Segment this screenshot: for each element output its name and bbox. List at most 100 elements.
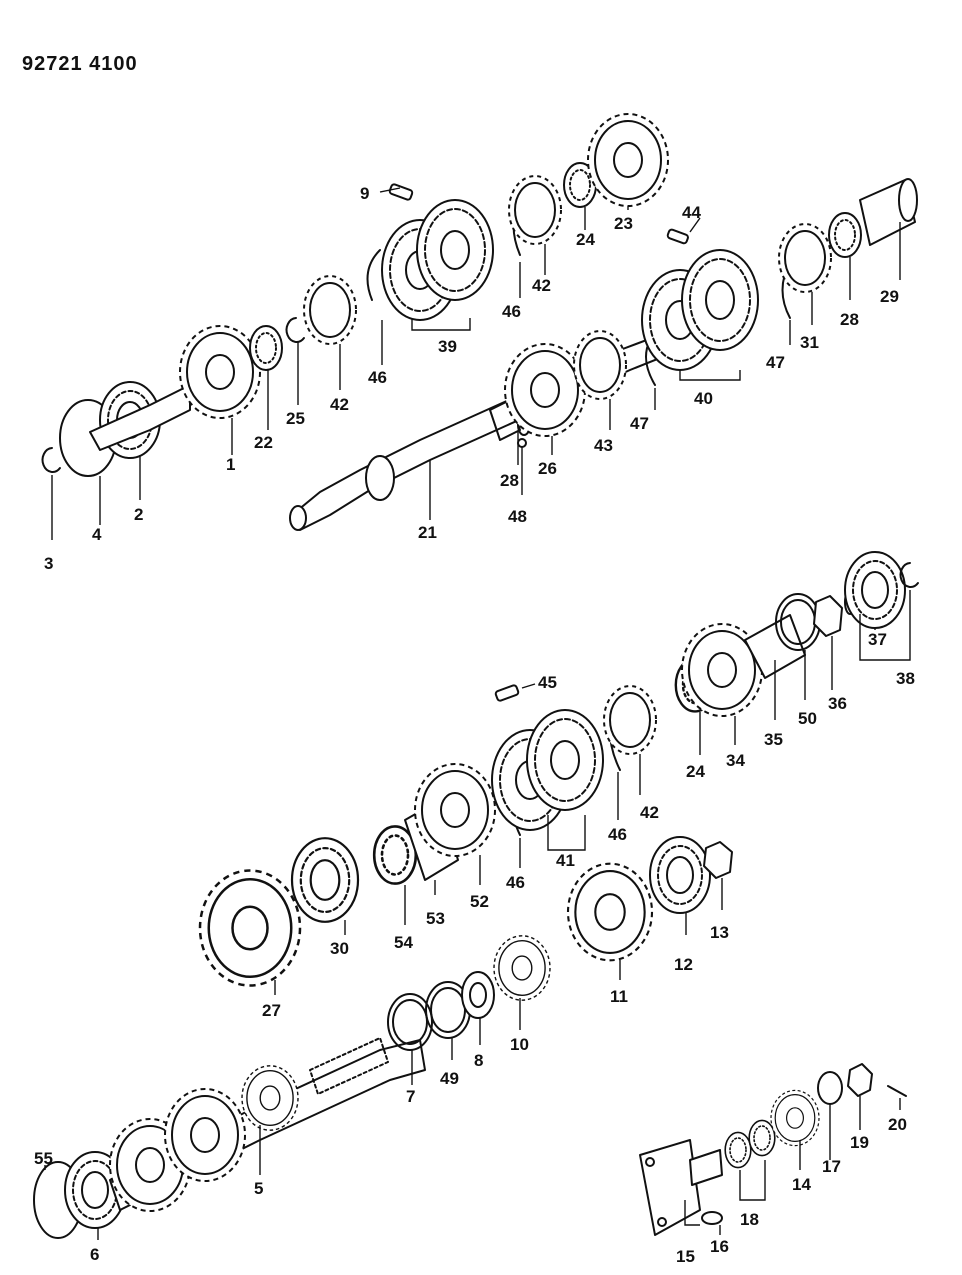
callout-47b: 47 bbox=[766, 353, 785, 372]
gear-part-14 bbox=[770, 1089, 820, 1147]
callout-5: 5 bbox=[254, 1179, 263, 1198]
ball-part-48 bbox=[517, 438, 527, 448]
callout-12: 12 bbox=[674, 955, 693, 974]
washer-part-17 bbox=[817, 1071, 843, 1105]
callout-41: 41 bbox=[556, 851, 575, 870]
callout-42c: 42 bbox=[640, 803, 659, 822]
synchro-ring-part-31 bbox=[778, 223, 832, 293]
document-number: 92721 4100 bbox=[22, 53, 138, 75]
callout-34: 34 bbox=[726, 751, 745, 770]
callout-42b: 42 bbox=[532, 276, 551, 295]
callout-9: 9 bbox=[360, 184, 369, 203]
bracket-hole-a bbox=[645, 1157, 655, 1167]
synchro-ring-part-43 bbox=[573, 330, 627, 400]
callout-15: 15 bbox=[676, 1247, 695, 1266]
gear-part-1 bbox=[179, 325, 261, 419]
bracket-hole-b bbox=[657, 1217, 667, 1227]
callout-44: 44 bbox=[682, 203, 701, 222]
snap-ring-part-25 bbox=[285, 317, 305, 343]
shaft-end-21 bbox=[289, 505, 307, 531]
callout-13: 13 bbox=[710, 923, 729, 942]
reverse-idler-group bbox=[639, 1063, 907, 1236]
callout-46a: 46 bbox=[368, 368, 387, 387]
spline-21 bbox=[489, 399, 521, 441]
input-shaft-body bbox=[89, 384, 191, 451]
callout-37: 37 bbox=[868, 630, 887, 649]
synchro-ring-part-42b bbox=[508, 175, 562, 245]
needle-bearing-part-18a bbox=[724, 1131, 752, 1169]
callout-47a: 47 bbox=[630, 414, 649, 433]
callout-18: 18 bbox=[740, 1210, 759, 1229]
middle-group bbox=[198, 551, 919, 987]
callout-45: 45 bbox=[538, 673, 557, 692]
nut-part-36 bbox=[813, 595, 843, 637]
key-part-9 bbox=[388, 183, 414, 201]
callout-26: 26 bbox=[538, 459, 557, 478]
key-part-44 bbox=[666, 228, 689, 245]
callout-22: 22 bbox=[254, 433, 273, 452]
bracket-part-15 bbox=[639, 1139, 701, 1236]
callout-16: 16 bbox=[710, 1237, 729, 1256]
bolt-part-16 bbox=[701, 1211, 723, 1225]
synchro-ring-part-42a bbox=[303, 275, 357, 345]
needle-bearing-part-28b bbox=[828, 212, 862, 258]
callout-42a: 42 bbox=[330, 395, 349, 414]
shaft-collar-21 bbox=[365, 455, 395, 501]
gear-part-11 bbox=[566, 862, 654, 962]
sleeve-hub-part-39 bbox=[381, 199, 494, 321]
sleeve-end-29 bbox=[898, 178, 918, 222]
callout-21: 21 bbox=[418, 523, 437, 542]
snap-ring-part-3 bbox=[41, 447, 61, 473]
gear-part-23 bbox=[587, 113, 669, 207]
sleeve-hub-part-40 bbox=[641, 249, 759, 371]
counter-shaft-group bbox=[33, 935, 551, 1239]
gear-part-26 bbox=[504, 343, 586, 437]
callout-49: 49 bbox=[440, 1069, 459, 1088]
callout-28b: 28 bbox=[840, 310, 859, 329]
callout-46d: 46 bbox=[608, 825, 627, 844]
leader-lines bbox=[44, 187, 911, 1240]
callout-11: 11 bbox=[610, 987, 628, 1006]
callout-46b: 46 bbox=[502, 302, 521, 321]
pin-part-20 bbox=[887, 1085, 907, 1097]
callout-54: 54 bbox=[394, 933, 413, 952]
countershaft-gear-b bbox=[164, 1088, 246, 1182]
callout-labels: 3 4 2 1 22 25 42 46 39 9 46 42 24 23 44 … bbox=[34, 184, 915, 1266]
callout-17: 17 bbox=[822, 1157, 841, 1176]
callout-4: 4 bbox=[92, 525, 102, 544]
sleeve-hub-part-41 bbox=[491, 709, 604, 831]
gear-part-10 bbox=[493, 935, 551, 1001]
callout-27: 27 bbox=[262, 1001, 281, 1020]
key-part-45 bbox=[494, 684, 520, 702]
callout-43: 43 bbox=[594, 436, 613, 455]
callout-7: 7 bbox=[406, 1087, 415, 1106]
callout-19: 19 bbox=[850, 1133, 869, 1152]
callout-36: 36 bbox=[828, 694, 847, 713]
callout-8: 8 bbox=[474, 1051, 483, 1070]
callout-24a: 24 bbox=[576, 230, 595, 249]
nut-part-13 bbox=[703, 841, 733, 879]
callout-52: 52 bbox=[470, 892, 489, 911]
callout-53: 53 bbox=[426, 909, 445, 928]
callout-39: 39 bbox=[438, 337, 457, 356]
gear-part-52 bbox=[414, 763, 496, 857]
countershaft-gear-c bbox=[241, 1065, 299, 1131]
callout-29: 29 bbox=[880, 287, 899, 306]
washer-hole-8 bbox=[469, 982, 487, 1008]
callout-30: 30 bbox=[330, 939, 349, 958]
nut-part-19 bbox=[847, 1063, 873, 1097]
callout-3: 3 bbox=[44, 554, 53, 573]
gear-part-27 bbox=[198, 869, 302, 987]
callout-14: 14 bbox=[792, 1175, 811, 1194]
callout-25: 25 bbox=[286, 409, 305, 428]
needle-bearing-part-22 bbox=[249, 325, 283, 371]
washer-part-8 bbox=[461, 971, 495, 1019]
input-shaft-group bbox=[41, 113, 669, 477]
idler-shaft-15 bbox=[689, 1149, 723, 1186]
callout-23: 23 bbox=[614, 214, 633, 233]
callout-38: 38 bbox=[896, 669, 915, 688]
callout-55: 55 bbox=[34, 1149, 53, 1168]
callout-2: 2 bbox=[134, 505, 143, 524]
callout-50: 50 bbox=[798, 709, 817, 728]
callout-10: 10 bbox=[510, 1035, 529, 1054]
